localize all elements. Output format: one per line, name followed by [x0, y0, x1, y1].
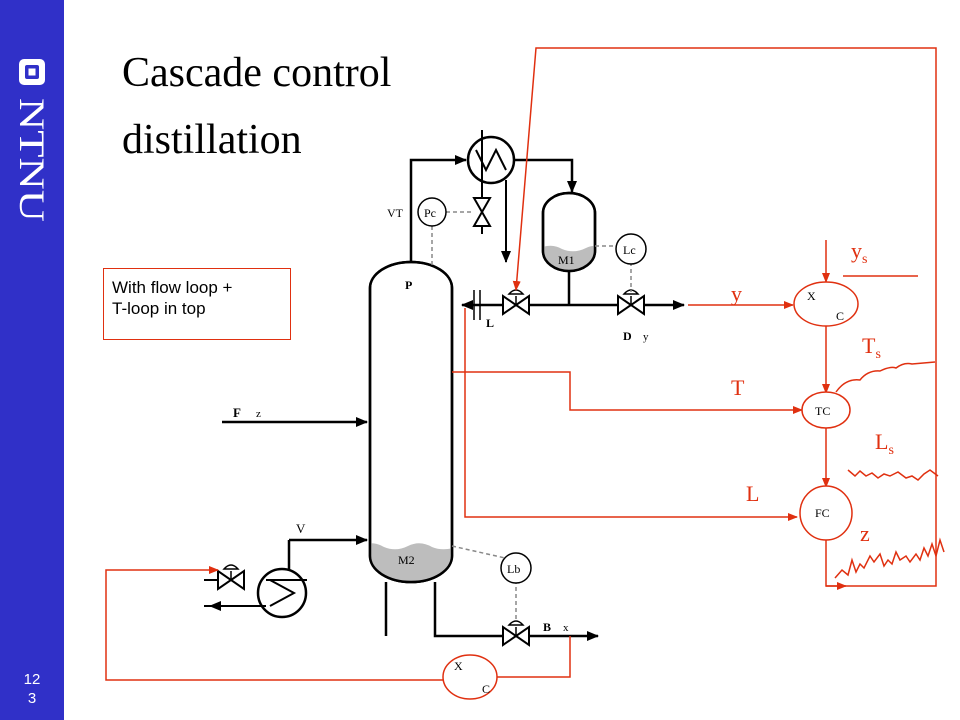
signal-y: y [731, 281, 742, 306]
local-controllers [431, 211, 632, 622]
slide-title-line1: Cascade control [122, 50, 392, 96]
label-f-comp: z [256, 408, 261, 420]
composition-controller-top [793, 281, 859, 327]
xc-bottom-c: C [482, 682, 490, 696]
pressure-controller [417, 197, 447, 227]
ntnu-logo-text: NTNU [12, 98, 52, 222]
note-box: With flow loop + T-loop in top [103, 268, 291, 340]
bottom-level-controller [500, 552, 532, 584]
page-number: 12 3 [4, 670, 60, 708]
signal-ys: ys [851, 238, 867, 267]
label-m2: M2 [398, 553, 415, 567]
label-lc: Lc [623, 243, 636, 257]
label-d: D [623, 329, 632, 343]
signal-z: z [860, 521, 870, 546]
z-trend [834, 537, 945, 579]
slide-title: Cascade control distillation [122, 40, 391, 174]
composition-controller-bottom [442, 654, 498, 700]
note-line1: With flow loop + [112, 278, 233, 297]
cascade-signal-lines [105, 47, 945, 681]
xc-top-x: X [807, 289, 816, 303]
reflux-drum [541, 191, 597, 273]
xc-bottom-x: X [454, 659, 463, 673]
signal-ls: Ls [875, 429, 894, 458]
label-b: B [543, 620, 551, 634]
label-vt: VT [387, 206, 404, 220]
label-d-comp: y [643, 331, 649, 343]
sidebar: NTNU 12 3 [0, 0, 64, 720]
signal-l: L [746, 481, 759, 506]
label-pc: Pc [424, 206, 436, 220]
ts-trend [835, 361, 936, 393]
temperature-controller [801, 391, 851, 429]
slide-title-line2: distillation [122, 117, 302, 163]
label-p: P [405, 278, 412, 292]
tc-label: TC [815, 404, 830, 418]
label-b-comp: x [563, 622, 569, 634]
condenser-level-controller [615, 233, 647, 265]
label-m1: M1 [558, 253, 575, 267]
xc-top-c: C [836, 309, 844, 323]
distillation-column [368, 260, 454, 584]
flow-controller [799, 485, 853, 541]
reboiler [256, 567, 308, 619]
page-number-line2: 3 [27, 690, 37, 707]
label-lb: Lb [507, 562, 520, 576]
ls-trend [847, 469, 939, 481]
label-l: L [486, 316, 494, 330]
signal-t: T [731, 375, 745, 400]
label-f: F [233, 405, 241, 420]
page-number-line1: 12 [23, 671, 41, 688]
fc-label: FC [815, 506, 830, 520]
note-line2: T-loop in top [112, 299, 206, 318]
signal-ts: Ts [862, 333, 881, 362]
ntnu-logo-icon [19, 59, 45, 85]
logo-text: NTNU [12, 98, 52, 222]
label-v: V [296, 521, 306, 536]
